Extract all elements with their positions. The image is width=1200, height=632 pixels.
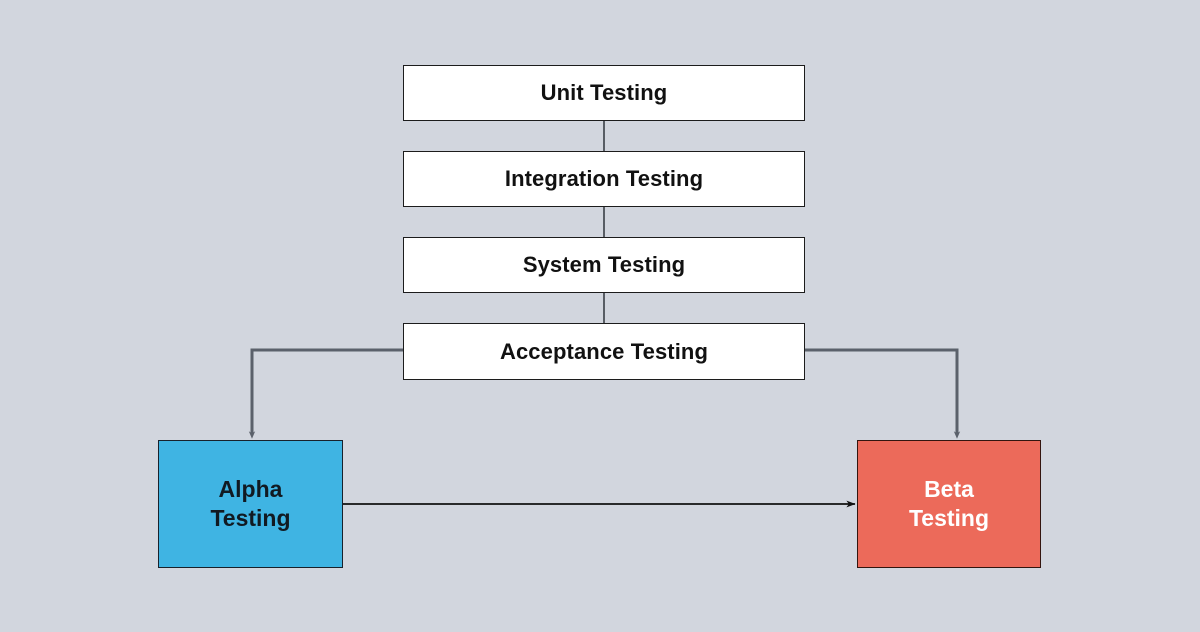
node-acceptance-testing-label: Acceptance Testing [499,338,708,364]
connector-acceptance-alpha [248,348,403,439]
node-integration-testing-label: Integration Testing [504,166,704,192]
node-integration-testing[interactable]: Integration Testing [403,151,805,207]
node-unit-testing[interactable]: Unit Testing [403,65,805,121]
node-acceptance-testing[interactable]: Acceptance Testing [403,323,805,380]
node-system-testing-label: System Testing [522,252,686,278]
node-beta-testing-label: Beta Testing [908,476,990,531]
node-unit-testing-label: Unit Testing [540,80,668,106]
connector-acceptance-beta [805,348,961,439]
node-alpha-testing-label: Alpha Testing [210,476,291,531]
node-system-testing[interactable]: System Testing [403,237,805,293]
node-alpha-testing[interactable]: Alpha Testing [158,440,343,568]
node-beta-testing[interactable]: Beta Testing [857,440,1041,568]
